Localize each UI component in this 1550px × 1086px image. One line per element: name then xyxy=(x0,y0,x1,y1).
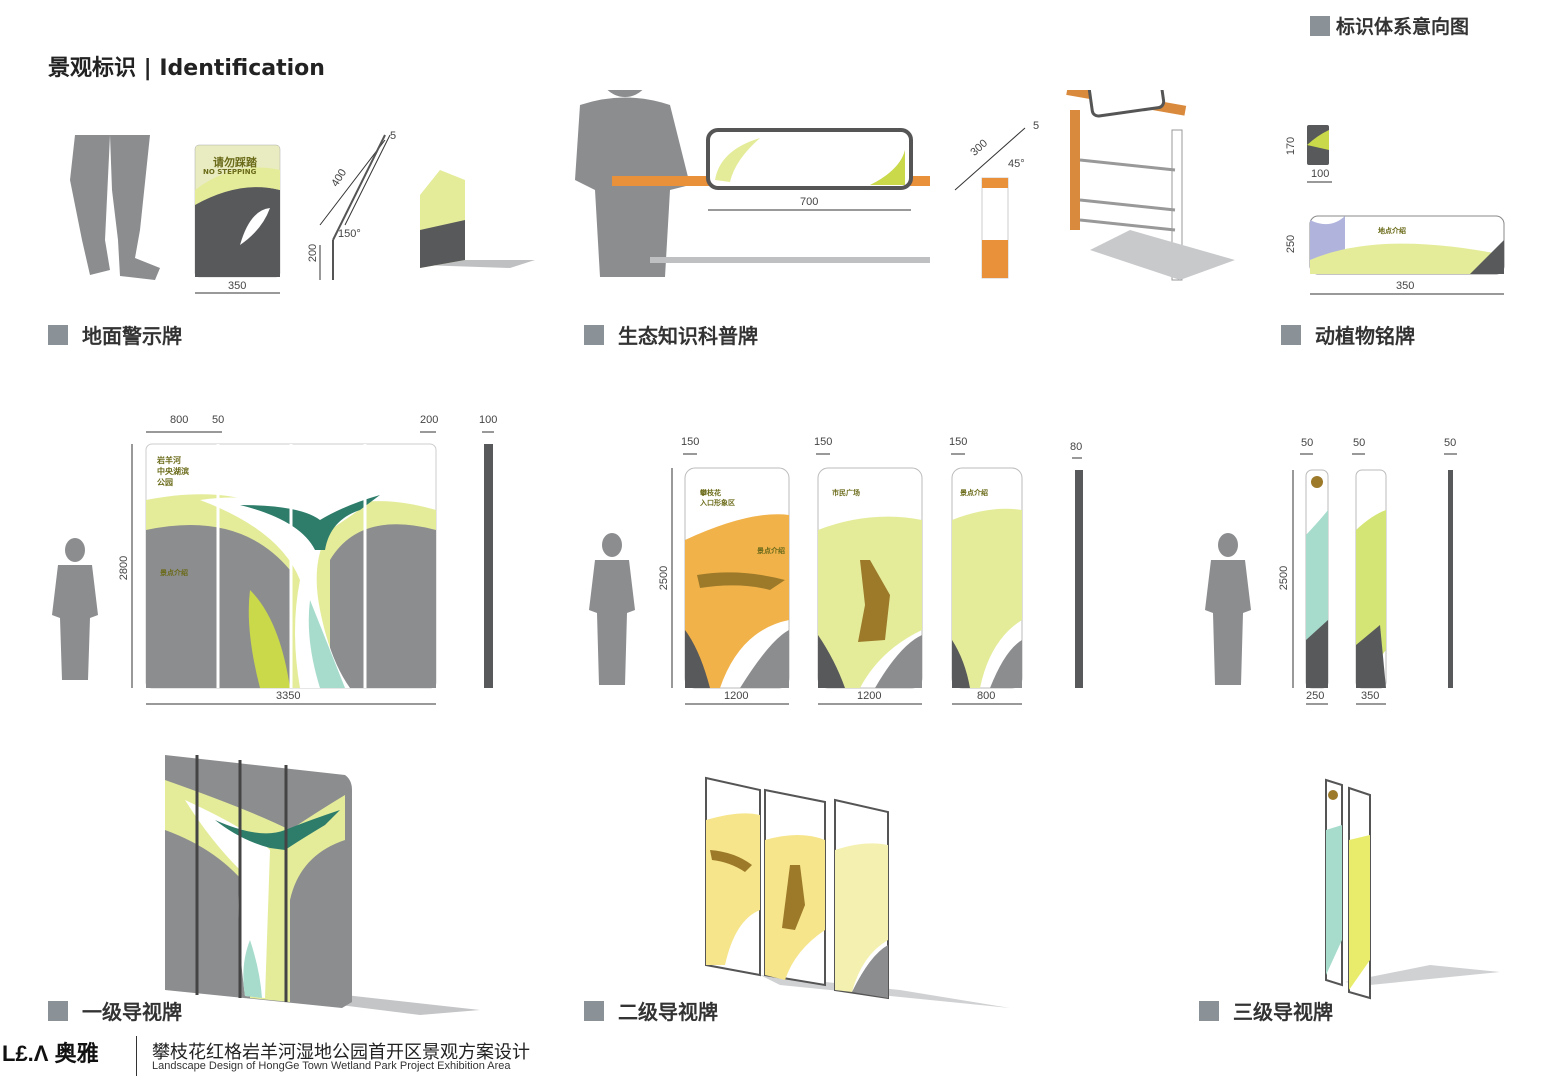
plant-large-height: 250 xyxy=(1285,234,1298,254)
eco-sign-iso xyxy=(1066,90,1235,281)
section-guide-level1: 一级导视牌 xyxy=(48,996,182,1025)
level1-dim-edge: 200 xyxy=(420,414,439,426)
level2-dim-top1: 150 xyxy=(681,436,700,448)
ground-sign-dims xyxy=(195,134,391,294)
section-guide-level2-label: 二级导视牌 xyxy=(618,1000,718,1024)
level2-sign-iso xyxy=(705,776,1010,1008)
section-plant-animal: 动植物铭牌 xyxy=(1281,320,1415,349)
ground-sign-front xyxy=(194,144,281,278)
level3-sign-iso xyxy=(1325,778,1500,1000)
section-ground-warning: 地面警示牌 xyxy=(48,320,182,349)
section-square-icon xyxy=(1199,1000,1219,1021)
level3-dim-top1: 50 xyxy=(1301,437,1314,449)
level2-person-silhouette xyxy=(589,533,635,685)
level3-dims xyxy=(1292,453,1457,705)
eco-sign-board xyxy=(612,128,930,263)
section-guide-level1-label: 一级导视牌 xyxy=(82,1000,182,1024)
section-square-icon xyxy=(48,324,68,345)
page-title: 景观标识 | Identification xyxy=(48,56,325,81)
level3-side-profile xyxy=(1448,470,1453,688)
eco-sign-width: 700 xyxy=(800,196,819,208)
ground-sign-height: 200 xyxy=(307,243,320,263)
level3-dim-height: 2500 xyxy=(1278,565,1291,591)
level1-sign-iso xyxy=(165,755,480,1015)
section-guide-level3: 三级导视牌 xyxy=(1199,996,1333,1025)
level2-panel3-title: 景点介绍 xyxy=(960,489,988,497)
ground-sign-text-en: NO STEPPING xyxy=(203,168,257,176)
section-plant-animal-label: 动植物铭牌 xyxy=(1315,324,1415,348)
level1-dim-thick: 100 xyxy=(479,414,498,426)
level2-panel2-title: 市民广场 xyxy=(832,489,860,497)
level3-panel1 xyxy=(1305,469,1329,689)
level2-dim-w2: 1200 xyxy=(857,690,882,702)
section-eco-science: 生态知识科普牌 xyxy=(584,320,758,349)
section-square-icon xyxy=(1281,324,1301,345)
level1-sign-front xyxy=(145,443,437,689)
level2-dim-top2: 150 xyxy=(814,436,833,448)
level1-side-profile xyxy=(484,444,493,688)
plant-sign-large xyxy=(1309,215,1505,295)
level1-spot-label: 景点介绍 xyxy=(160,569,188,577)
section-guide-level3-label: 三级导视牌 xyxy=(1233,1000,1333,1024)
person-legs-silhouette xyxy=(70,135,160,280)
eco-sign-angle: 45° xyxy=(1008,158,1025,170)
row3-drawings xyxy=(165,755,1500,1015)
level2-side-profile xyxy=(1075,470,1083,688)
level2-dim-thick: 80 xyxy=(1070,441,1083,453)
section-square-icon xyxy=(584,324,604,345)
level1-dim-panel: 800 xyxy=(170,414,189,426)
plant-large-width: 350 xyxy=(1396,280,1415,292)
top-tag: 标识体系意向图 xyxy=(1310,12,1469,39)
footer-title-en: Landscape Design of HongGe Town Wetland … xyxy=(152,1060,511,1072)
plant-small-height: 170 xyxy=(1285,136,1298,156)
person-large-silhouette xyxy=(575,90,690,277)
ground-sign-thick: 5 xyxy=(390,130,397,142)
ground-sign-text-cn: 请勿踩踏 xyxy=(213,156,257,169)
section-eco-science-label: 生态知识科普牌 xyxy=(618,324,758,348)
footer-separator xyxy=(136,1036,137,1076)
level2-dim-w3: 800 xyxy=(977,690,996,702)
level1-dim-gap: 50 xyxy=(212,414,225,426)
row1-drawings xyxy=(70,90,1505,295)
level3-dim-w1: 250 xyxy=(1306,690,1325,702)
company-logo: L£.Λ 奥雅 xyxy=(2,1041,99,1066)
level1-dim-height: 2800 xyxy=(118,555,131,581)
level2-dims xyxy=(671,453,1082,705)
footer-title-cn: 攀枝花红格岩羊河湿地公园首开区景观方案设计 xyxy=(152,1042,530,1063)
level3-panel2 xyxy=(1355,469,1387,689)
ground-sign-angle: 150° xyxy=(338,228,361,240)
ground-sign-width: 350 xyxy=(228,280,247,292)
level1-dim-total: 3350 xyxy=(276,690,301,702)
plant-sign-label: 地点介绍 xyxy=(1378,227,1406,235)
level3-dim-top2: 50 xyxy=(1353,437,1366,449)
ground-sign-iso xyxy=(420,170,535,268)
section-ground-warning-label: 地面警示牌 xyxy=(82,324,182,348)
ground-sign-side xyxy=(332,134,386,280)
eco-sign-thick: 5 xyxy=(1033,120,1040,132)
level2-panel1-title: 攀枝花 入口形象区 xyxy=(700,489,735,507)
level3-dim-w2: 350 xyxy=(1361,690,1380,702)
level2-panel2 xyxy=(817,467,923,689)
level1-dims xyxy=(131,431,494,705)
eco-sign-side xyxy=(954,127,1026,279)
section-square-icon xyxy=(584,1000,604,1021)
level1-person-silhouette xyxy=(52,538,98,680)
level2-dim-height: 2500 xyxy=(658,565,671,591)
section-square-icon xyxy=(48,1000,68,1021)
level3-person-silhouette xyxy=(1205,533,1251,685)
level2-panel3 xyxy=(951,467,1023,689)
tag-label: 标识体系意向图 xyxy=(1336,16,1470,38)
section-guide-level2: 二级导视牌 xyxy=(584,996,718,1025)
level2-spot-label: 景点介绍 xyxy=(757,547,785,555)
plant-small-width: 100 xyxy=(1311,168,1330,180)
tag-square-icon xyxy=(1310,15,1330,36)
plant-sign-small xyxy=(1307,125,1332,183)
level1-park-label: 岩羊河 中央湖滨 公园 xyxy=(157,456,189,487)
level2-dim-w1: 1200 xyxy=(724,690,749,702)
level3-dim-top3: 50 xyxy=(1444,437,1457,449)
row2-drawings xyxy=(52,431,1457,705)
level2-dim-top3: 150 xyxy=(949,436,968,448)
level2-panel1 xyxy=(684,467,790,689)
